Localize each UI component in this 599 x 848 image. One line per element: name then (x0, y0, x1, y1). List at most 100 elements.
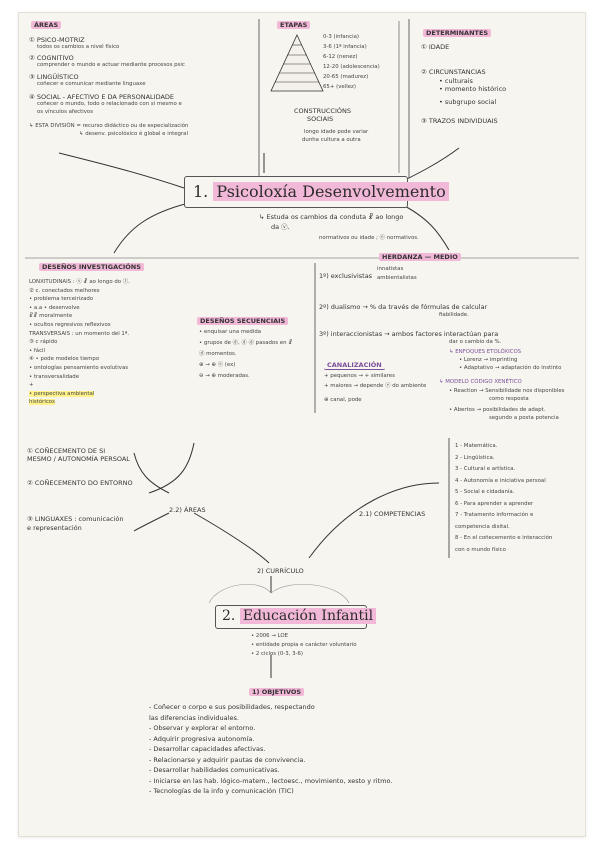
objetivo-line-2: las diferencias individuales. (149, 713, 239, 722)
herdanza-line-2: innatistas (377, 266, 404, 272)
desenos-line-7: TRANSVERSAIS : un momento del 1ª. (29, 330, 130, 337)
main-title-text: Psicoloxía Desenvolvemento (213, 182, 449, 201)
etapa-5: 20-65 (madurez) (323, 74, 369, 80)
competencia-line-9: 8 - En el coñecemento e interacción (455, 535, 553, 541)
herdanza-line-14: • Abertos → posibilidades de adapt. (449, 407, 546, 413)
curriculo-area-1: ① COÑECEMENTO DE SI (27, 447, 106, 455)
main-title-number: 1. (193, 182, 209, 201)
areas-item-5-sub: os vínculos afectivos (37, 109, 94, 115)
curriculo-area-3b: e representación (27, 524, 82, 532)
desenos-sequenciais-header: DESEÑOS SECUENCIAIS (197, 317, 289, 325)
sequencial-line-1: • enquisar una medida (199, 329, 262, 335)
curriculo-area-1b: MESMO / AUTONOMÍA PERSOAL (27, 455, 130, 463)
determinante-2b: • momento histórico (439, 85, 507, 93)
main-sub-3: normativos ou idade ; ⓝ normativos. (319, 235, 419, 241)
competencia-line-6: 6 - Para aprender a aprender (455, 500, 534, 507)
desenos-line-15: históricos (29, 399, 55, 406)
areas-item-4-sub: coñecer o mundo, todo o relacionado con … (37, 101, 182, 107)
desenos-line-14: • perspectiva ambiental (29, 390, 95, 397)
desenos-line-13: + (29, 382, 34, 389)
determinante-2: ② CIRCUNSTANCIAS (421, 68, 486, 76)
herdanza-line-3: ambientalistas (377, 275, 417, 281)
competencia-line-4: 4 - Autonomía e iniciativa persoal (455, 477, 546, 484)
herdanza-line-13: como resposta (489, 396, 529, 402)
objetivos-label: 1) OBJETIVOS (249, 688, 305, 696)
competencia-line-1: 1 - Matemática. (455, 443, 498, 449)
desenos-line-8: ③ c rápido (29, 339, 58, 346)
areas-item-2-head: ② COGNITIVO (29, 54, 74, 62)
canalizacion-1: + pequenos → + similares (324, 373, 395, 379)
competencias-label: 2.1) COMPETENCIAS (359, 510, 426, 518)
objetivo-line-6: - Relacionarse y adquirir pautas de conv… (149, 755, 306, 764)
competencia-line-8: competencia dixital. (455, 523, 510, 530)
etapa-1: 0-3 (infancia) (323, 34, 360, 40)
canalizacion-header: CANALIZACIÓN (324, 361, 385, 370)
competencia-line-7: 7 - Tratamento información e (455, 512, 534, 518)
herdanza-line-10: • Adaptativo → adaptación do instinto (459, 365, 562, 371)
canalizacion-3: ⊕ canal, pode (324, 397, 362, 403)
objetivo-line-9: - Tecnologías de la info y comunicación … (149, 787, 294, 795)
desenos-line-4: • a.a • desenvolve (29, 304, 80, 311)
objetivo-line-8: - Iniciarse en las hab. lógico-matem., l… (149, 776, 393, 785)
sequencial-line-4: ⊕ → ⊕ ⓔ (ex) (199, 362, 236, 368)
areas-item-2-sub: comprender o mundo e actuar mediante pro… (37, 62, 185, 68)
desenos-line-11: • ontologías pensamiento evolutivas (29, 365, 129, 371)
sequencial-line-3: ⓓ momentos. (199, 351, 237, 357)
etapas-note-4: dunha cultura a outra (302, 137, 361, 143)
objetivo-line-4: - Adquirir progresiva autonomía. (149, 734, 255, 743)
desenos-line-3: • problema terceirizado (29, 296, 94, 303)
desenos-line-6: • ocultos regresivos reflexivos (29, 322, 111, 328)
desenos-line-5: ☧☧ moralmente (29, 313, 73, 320)
areas-item-1-sub: todos os cambios a nivel físico (37, 44, 120, 50)
notebook-page: ÁREAS ① PSICO-MOTRIZ todos os cambios a … (18, 12, 586, 837)
sequencial-line-5: ⊖ → ⊕ moderadas. (199, 373, 250, 379)
sequencial-line-2: • grupos de ⓓ, ⓓ ⓓ pasados en ☧ (199, 340, 293, 346)
educacion-number: 2. (222, 608, 236, 624)
desenos-line-12: • transversalidade (29, 373, 80, 380)
etapa-4: 12-20 (adolescencia) (323, 64, 380, 70)
desenos-line-9: • fácil (29, 347, 46, 354)
competencia-line-2: 2 - Lingüística. (455, 454, 495, 461)
main-title-box: 1. Psicoloxía Desenvolvemento (184, 176, 449, 208)
etapas-note-3: longo idade pode variar (304, 129, 369, 135)
herdanza-line-5: fiabilidade. (439, 312, 469, 318)
determinante-2c: • subgrupo social (439, 98, 497, 106)
educacion-note-1: • 2006 → LOE (251, 633, 289, 639)
areas-item-4-head: ④ SOCIAL - AFECTIVO E DA PERSONALIDADE (29, 93, 175, 101)
curriculo-areas-label: 2.2) ÁREAS (169, 506, 206, 514)
main-sub-2: da ⓥ. (271, 223, 290, 231)
etapas-note-1: CONSTRUCCIÓNS (294, 107, 351, 115)
desenos-line-10: ④ • pode modelos tiempo (29, 356, 100, 363)
desenos-line-2: ② c. conectados melhores (29, 287, 100, 294)
educacion-text: Educación Infantil (239, 608, 377, 624)
areas-division-2: ↳ desenv. psicolóxico é global e integra… (79, 131, 188, 137)
herdanza-header: HERDANZA — MEDIO (379, 253, 461, 261)
objetivo-line-5: - Desarrollar capacidades afectivas. (149, 745, 266, 753)
herdanza-line-9: • Lorenz → imprinting (459, 357, 518, 363)
educacion-note-2: • entidade propia e carácter voluntario (251, 642, 357, 648)
competencia-line-10: con o mundo físico (455, 546, 506, 553)
determinante-3: ③ TRAZOS INDIVIDUAIS (421, 117, 498, 125)
competencia-line-3: 3 - Cultural e artística. (455, 466, 516, 472)
main-title: 1. Psicoloxía Desenvolvemento (193, 182, 449, 201)
etapa-6: 65+ (vellez) (323, 84, 356, 90)
herdanza-line-8: ↳ ENFOQUES ETOLÓXICOS (449, 349, 522, 355)
determinante-2a: • culturais (439, 77, 473, 85)
main-sub-1: ↳ Estuda os cambios da conduta ☧ ao long… (259, 213, 404, 221)
curriculo-area-3: ③ LINGUAXES : comunicación (27, 515, 124, 523)
educacion-title-box: 2. Educación Infantil (215, 605, 377, 629)
objetivo-line-1: - Coñecer o corpo e sus posibilidades, r… (149, 703, 315, 711)
areas-division-1: ↳ ESTA DIVISIÓN = recurso didáctico ou d… (29, 123, 189, 129)
herdanza-line-11: ↳ MODELO CÓDIGO XENÉTICO (439, 379, 522, 385)
herdanza-line-4: 2º) dualismo → % da través de fórmulas d… (319, 303, 488, 311)
educacion-title: 2. Educación Infantil (222, 608, 377, 624)
areas-item-3-head: ③ LINGÜÍSTICO (29, 73, 79, 81)
etapa-3: 6-12 (nenez) (323, 54, 358, 60)
herdanza-line-6: 3º) interaccionistas → ambos factores in… (319, 330, 499, 338)
objetivo-line-7: - Desarrollar habilidades comunicativas. (149, 766, 280, 774)
curriculo-label: 2) CURRÍCULO (257, 567, 304, 575)
herdanza-line-15: segundo a posta potencia (489, 415, 559, 421)
areas-header: ÁREAS (31, 21, 62, 29)
canalizacion-2: + maiores → depende ⓔ do ambiente (324, 383, 427, 389)
etapa-2: 3-6 (1ª infancia) (323, 44, 367, 50)
